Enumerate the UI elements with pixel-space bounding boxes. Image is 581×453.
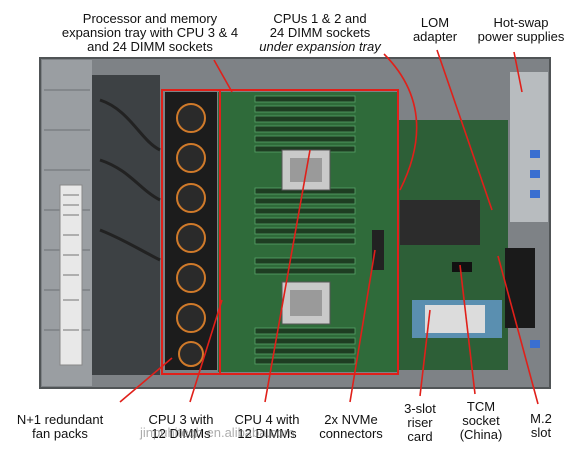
board-outline bbox=[219, 89, 399, 375]
label-processor-tray: Processor and memory expansion tray with… bbox=[61, 11, 239, 54]
label-tcm-socket: TCM socket (China) bbox=[459, 399, 503, 442]
nvme-connectors bbox=[372, 230, 384, 270]
label-cpu-4: CPU 4 with 12 DIMMs bbox=[234, 412, 300, 441]
label-m2-slot: M.2 slot bbox=[530, 411, 552, 440]
lom-adapter bbox=[400, 200, 480, 245]
backplane-area bbox=[92, 75, 160, 375]
tcm-socket bbox=[452, 262, 472, 272]
label-fan-packs: N+1 redundant fan packs bbox=[16, 412, 104, 441]
m2-slot bbox=[505, 248, 535, 328]
label-cpu-3: CPU 3 with 12 DIMMs bbox=[148, 412, 214, 441]
dimm-slots bbox=[254, 95, 356, 365]
label-riser-card: 3-slot riser card bbox=[404, 401, 436, 444]
label-lom-adapter: LOM adapter bbox=[412, 15, 458, 44]
callout-lines bbox=[119, 49, 539, 405]
watermark: jinpuhiteqh.en.alibaba.com bbox=[140, 425, 295, 440]
label-nvme: 2x NVMe connectors bbox=[319, 412, 383, 441]
psu-bay bbox=[510, 72, 548, 222]
label-power-supplies: Hot-swap power supplies bbox=[477, 15, 565, 44]
label-cpus-1-2: CPUs 1 & 2 and 24 DIMM sockets under exp… bbox=[259, 11, 381, 54]
